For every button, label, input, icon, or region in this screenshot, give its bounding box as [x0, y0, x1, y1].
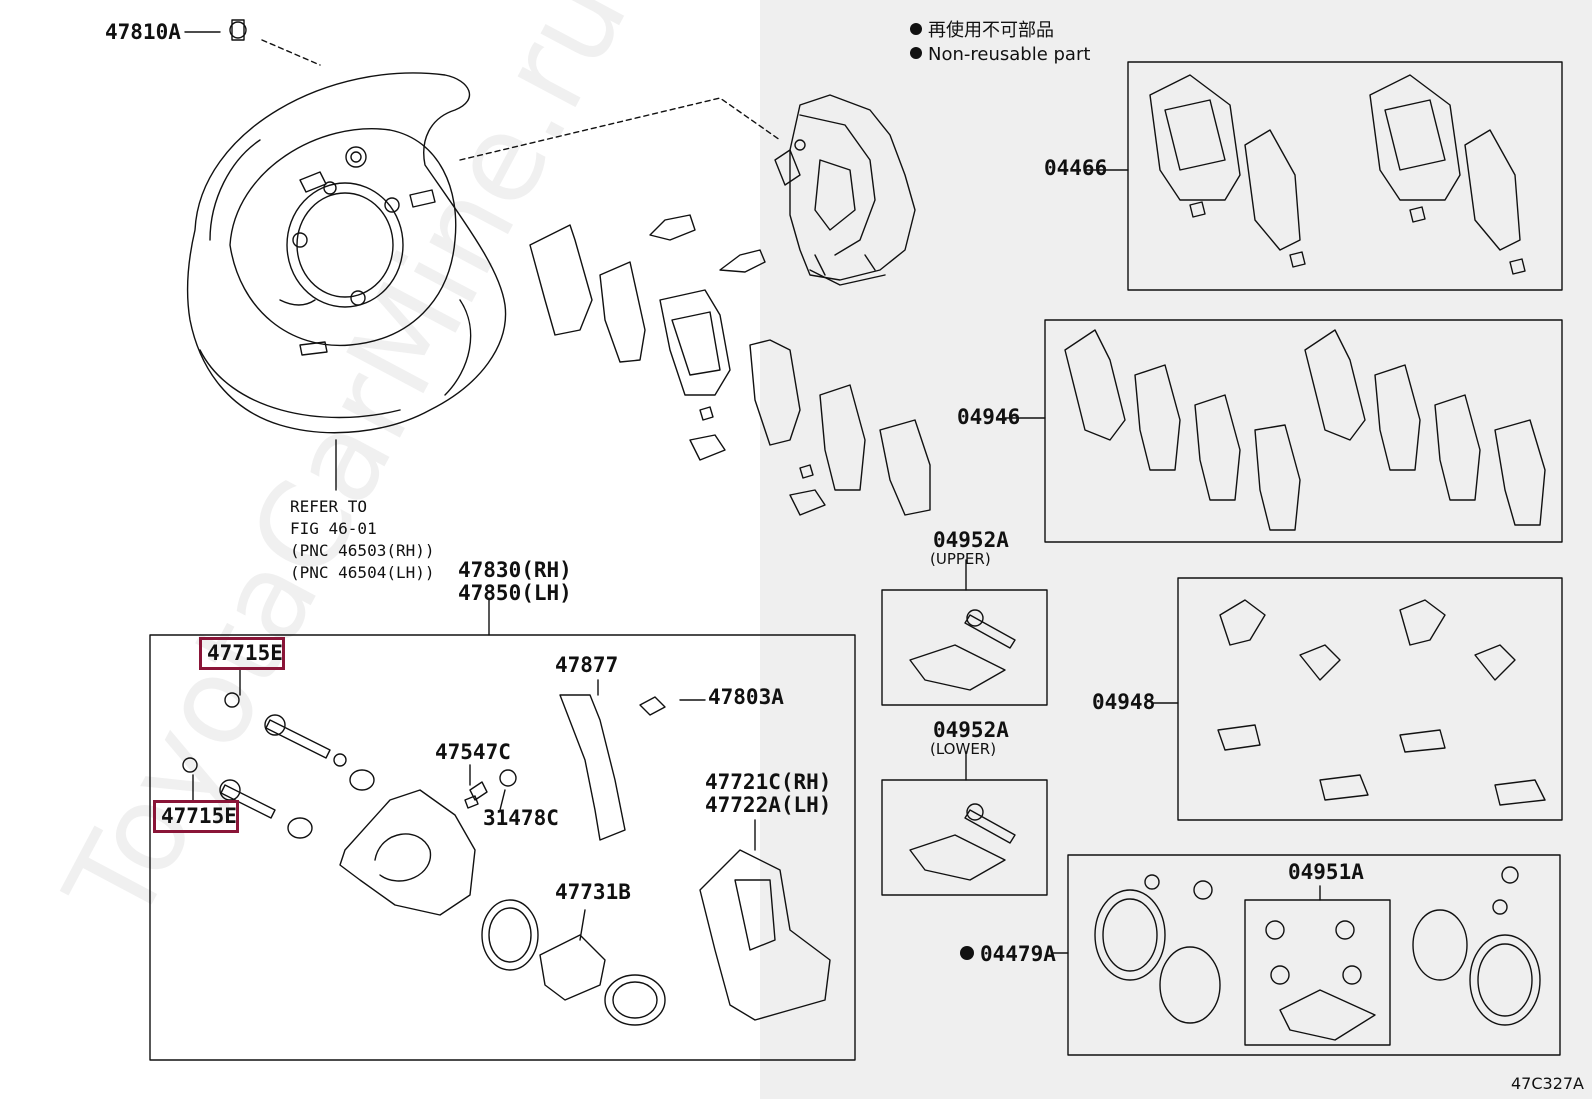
part-label-47803A[interactable]: 47803A — [708, 685, 784, 709]
caliper-assembly-top — [774, 94, 916, 286]
non-reusable-dot-icon — [960, 946, 974, 960]
pin-lower — [909, 803, 1016, 881]
pads-and-shims-centre — [529, 214, 931, 516]
refer-note: REFER TO FIG 46-01 (PNC 46503(RH)) (PNC … — [290, 497, 435, 582]
non-reusable-dot-icon — [910, 47, 922, 59]
caliper-parts — [182, 692, 831, 1026]
seal-kit — [1094, 866, 1541, 1041]
upper-label: (UPPER) — [930, 550, 991, 568]
part-label-31478C[interactable]: 31478C — [483, 806, 559, 830]
part-label-47547C[interactable]: 47547C — [435, 740, 511, 764]
clips-04948 — [1217, 599, 1546, 806]
part-label-47810A[interactable]: 47810A — [105, 20, 181, 44]
part-label-47722A[interactable]: 47722A(LH) — [705, 793, 832, 817]
part-label-04946[interactable]: 04946 — [957, 405, 1021, 429]
part-label-04948[interactable]: 04948 — [1092, 690, 1156, 714]
part-label-47850[interactable]: 47850(LH) — [458, 581, 572, 605]
figure-code: 47C327A — [1510, 1074, 1584, 1093]
pin-upper — [909, 609, 1016, 691]
part-label-04952A-lower[interactable]: 04952A — [933, 718, 1009, 742]
box-04479A — [1067, 854, 1561, 1056]
box-caliper-assembly — [149, 634, 856, 1061]
pads-04466 — [1149, 74, 1526, 275]
part-label-47877[interactable]: 47877 — [555, 653, 619, 677]
gray-background-panel — [760, 0, 1592, 1099]
box-04466 — [1127, 61, 1563, 291]
box-04946 — [1044, 319, 1563, 543]
leader-lines — [184, 19, 1321, 954]
part-label-47830[interactable]: 47830(RH) — [458, 558, 572, 582]
non-reusable-dot-icon — [910, 23, 922, 35]
part-label-47715E-top[interactable]: 47715E — [207, 641, 283, 665]
box-04948 — [1177, 577, 1563, 821]
dust-shield — [186, 72, 507, 434]
box-04952A-lower — [881, 779, 1048, 896]
box-04952A-upper — [881, 589, 1048, 706]
shims-04946 — [1064, 329, 1546, 531]
legend-jp: 再使用不可部品 — [910, 22, 1054, 40]
highlight-box-top — [199, 637, 285, 670]
part-label-47715E-bottom[interactable]: 47715E — [161, 804, 237, 828]
legend-en: Non-reusable part — [910, 46, 1090, 64]
part-label-04951A[interactable]: 04951A — [1288, 860, 1364, 884]
box-04951A — [1244, 899, 1391, 1046]
part-label-47731B[interactable]: 47731B — [555, 880, 631, 904]
part-label-04466[interactable]: 04466 — [1044, 156, 1108, 180]
part-label-04952A-upper[interactable]: 04952A — [933, 528, 1009, 552]
part-label-47721C[interactable]: 47721C(RH) — [705, 770, 832, 794]
part-label-04479A[interactable]: 04479A — [960, 944, 1056, 965]
lower-label: (LOWER) — [930, 740, 997, 758]
highlight-box-bottom — [153, 800, 239, 833]
